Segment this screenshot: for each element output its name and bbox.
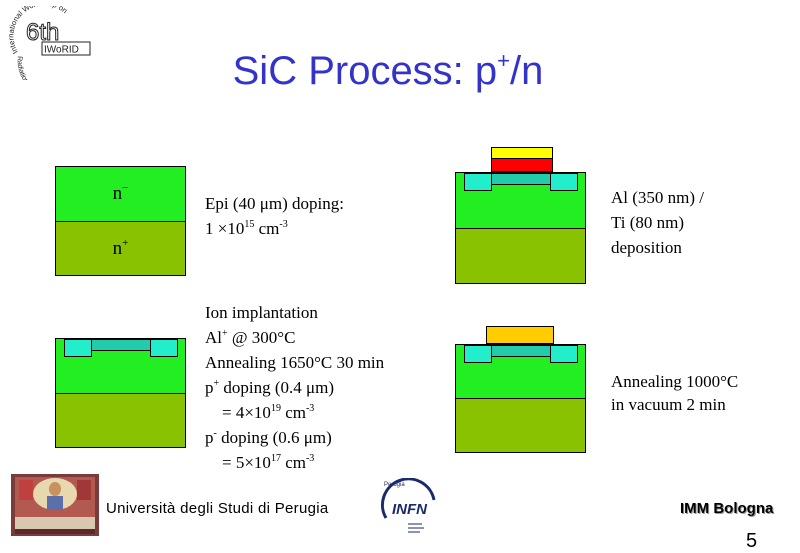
- step2-p-plus-right: [150, 339, 178, 357]
- step2-line2: Al+ @ 300°C: [205, 328, 296, 347]
- step1-line2: 1 ×1015 cm-3: [205, 219, 288, 238]
- step4-diagram: [455, 326, 586, 453]
- step3-substrate: [456, 229, 585, 283]
- footer-university: Università degli Studi di Perugia: [106, 500, 329, 517]
- perugia-logo: [11, 474, 99, 536]
- page-number: 5: [746, 530, 758, 552]
- step4-line1: Annealing 1000°C: [611, 372, 739, 391]
- step3-p-plus-right: [550, 173, 578, 191]
- step2-line5: = 4×1019 cm-3: [205, 403, 315, 422]
- step2-substrate: [56, 394, 185, 447]
- step2-p-plus-left: [64, 339, 92, 357]
- step3-line2: Ti (80 nm): [611, 213, 685, 232]
- step2-text: Ion implantation Al+ @ 300°C Annealing 1…: [205, 300, 384, 475]
- step4-substrate: [456, 399, 585, 452]
- slide-title: SiC Process: p+/n: [232, 48, 544, 93]
- step2-line6: p- doping (0.6 μm): [205, 428, 332, 447]
- logo-badge-box: [41, 41, 91, 56]
- step4-p-plus-left: [464, 345, 492, 363]
- annealed-contact: [486, 326, 554, 344]
- step3-text: Al (350 nm) / Ti (80 nm) deposition: [611, 185, 704, 260]
- step2-diagram: [55, 338, 186, 448]
- step1-line1: Epi (40 μm) doping:: [205, 194, 344, 213]
- n-plus-label: n+: [112, 237, 129, 260]
- step1-n-plus-substrate: n+: [56, 222, 185, 275]
- step3-wafer: [455, 172, 586, 284]
- n-minus-label: n−: [112, 182, 129, 205]
- step3-p-plus-left: [464, 173, 492, 191]
- step2-p-implant: [86, 339, 154, 351]
- perugia-seal-icon: [11, 474, 99, 536]
- logo-badge-text: IWoRID: [44, 45, 79, 56]
- footer-imm-bologna: IMM Bologna: [680, 500, 774, 517]
- step3-p-implant: [486, 173, 554, 185]
- step1-diagram: n− n+: [55, 166, 186, 276]
- step1-text: Epi (40 μm) doping: 1 ×1015 cm-3: [205, 191, 344, 241]
- step2-line1: Ion implantation: [205, 303, 318, 322]
- infn-logo: Perugia INFN: [378, 477, 442, 542]
- step4-text: Annealing 1000°C in vacuum 2 min: [611, 370, 738, 416]
- infn-wordmark: INFN: [392, 501, 428, 518]
- step4-wafer: [455, 344, 586, 453]
- ti-layer: [491, 158, 553, 172]
- iworid-logo: International Workshop on Radiation Imag…: [6, 0, 108, 98]
- infn-logo-icon: Perugia INFN: [381, 477, 436, 533]
- step3-line1: Al (350 nm) /: [611, 188, 705, 207]
- step4-line2: in vacuum 2 min: [611, 395, 726, 414]
- infn-small-text: Perugia: [384, 482, 405, 488]
- iworid-logo-graphic: International Workshop on Radiation Imag…: [6, 0, 91, 98]
- step4-p-plus-right: [550, 345, 578, 363]
- step2-line7: = 5×1017 cm-3: [205, 453, 315, 472]
- step3-diagram: [455, 147, 586, 284]
- step2-line3: Annealing 1650°C 30 min: [205, 353, 385, 372]
- step3-line3: deposition: [611, 238, 682, 257]
- step1-n-minus-layer: n−: [56, 167, 185, 222]
- step2-line4: p+ doping (0.4 μm): [205, 378, 335, 397]
- step4-p-implant: [486, 345, 554, 357]
